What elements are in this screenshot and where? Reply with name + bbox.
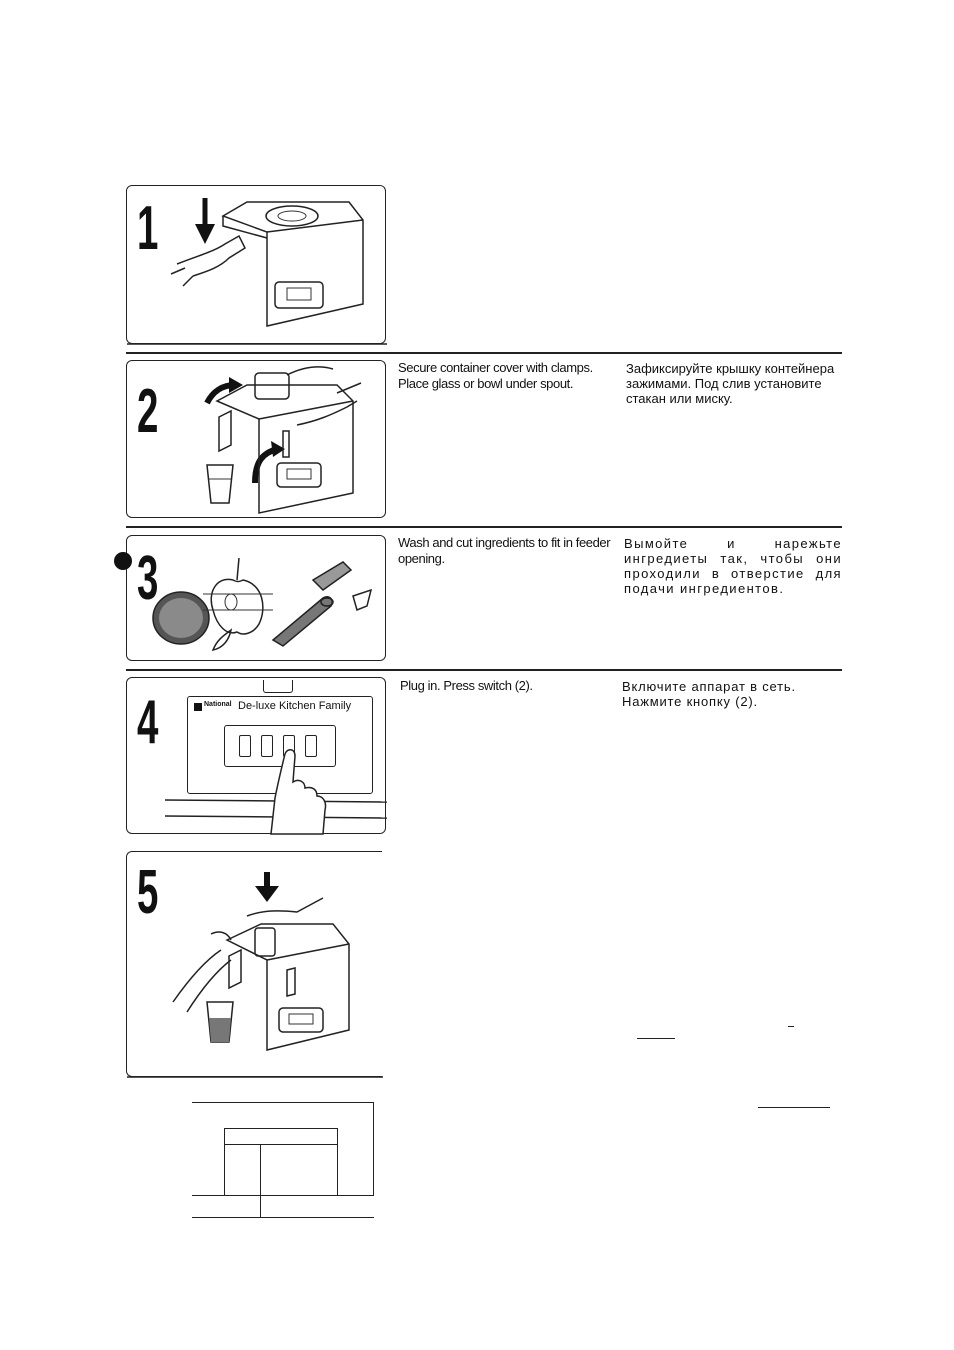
stray-line-3 [758, 1107, 830, 1108]
step-1-illustration: 1 [126, 185, 387, 345]
switch-4[interactable] [305, 735, 317, 757]
table-right-line [373, 1102, 374, 1196]
brand-name: National [204, 701, 232, 708]
table-inner-box [224, 1128, 338, 1196]
pressing-finger-illustration [164, 749, 388, 835]
switch-2[interactable] [261, 735, 273, 757]
step-2-text-en: Secure container cover with clamps. Plac… [398, 360, 593, 391]
brand-logo [194, 703, 202, 711]
table-col-line [260, 1144, 261, 1218]
fruit-vegetables-illustration [152, 557, 373, 652]
step-5-illustration: 5 [126, 851, 383, 1078]
stray-line-1 [637, 1038, 675, 1039]
step-4-number: 4 [137, 688, 159, 757]
stray-line-4 [126, 938, 127, 948]
clamp-cover-illustration [204, 366, 362, 514]
step-2-illustration: 2 [126, 360, 386, 518]
top-knob [263, 680, 293, 693]
step-4-text-en: Plug in. Press switch (2). [400, 678, 533, 693]
stray-line-2 [788, 1026, 794, 1027]
table-inner-line [224, 1144, 338, 1145]
step-3-illustration: 3 [126, 535, 386, 661]
switch-window [224, 725, 336, 767]
step-3-number: 3 [137, 544, 159, 613]
table-mid-line [192, 1195, 374, 1196]
step-4-illustration: 4 National De-luxe Kitchen Family [126, 677, 388, 835]
product-name: De-luxe Kitchen Family [238, 700, 352, 712]
empty-table [192, 1102, 374, 1218]
step-5-number: 5 [137, 858, 159, 927]
step-4-text-ru: Включите аппарат в сеть. Нажмите кнопку … [622, 679, 796, 709]
separator-1 [126, 352, 842, 354]
step-2-number: 2 [137, 377, 159, 446]
separator-2 [126, 526, 842, 528]
juicing-illustration [127, 872, 383, 1078]
table-bottom-line [192, 1217, 374, 1218]
table-top-line [192, 1102, 374, 1103]
step-2-text-ru: Зафиксируйте крышку контейнера зажимами.… [626, 361, 835, 406]
step-3-text-ru: Вымойте и нарежьте ингредиеты так, чтобы… [624, 536, 842, 596]
page-edge-dot [114, 552, 132, 570]
step-1-number: 1 [137, 194, 159, 263]
switch-1[interactable] [239, 735, 251, 757]
step-3-text-en: Wash and cut ingredients to fit in feede… [398, 535, 611, 566]
juicer-insert-illustration [127, 198, 387, 345]
separator-3 [126, 669, 842, 671]
